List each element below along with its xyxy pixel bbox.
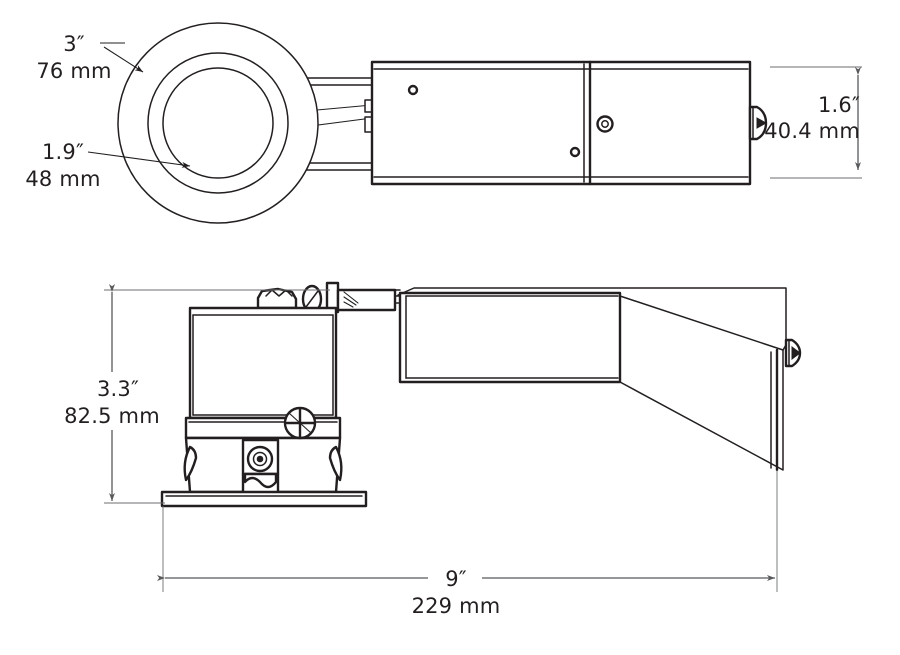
dimension-housing-height: 3.3″ 82.5 mm [64, 284, 330, 504]
end-clip-icon [748, 105, 768, 141]
torsion-spring-clips [183, 445, 343, 482]
angled-bracket-arm [397, 287, 787, 472]
junction-box-profile [387, 289, 622, 384]
top-view-group: 3″ 76 mm 1.9″ 48 mm 1.6″ 40.4 mm [25, 22, 862, 224]
housing-height-imperial: 3.3″ [97, 377, 139, 401]
side-view-group: 3.3″ 82.5 mm 9″ 229 mm [64, 281, 802, 618]
dimension-inner-diameter: 1.9″ 48 mm [25, 140, 191, 191]
overall-length-metric: 229 mm [412, 594, 501, 618]
socket-assembly [241, 438, 280, 502]
junction-box-height-metric: 40.4 mm [764, 119, 860, 143]
bracket-end-clip-icon [784, 338, 802, 368]
phillips-screw-icon [283, 406, 317, 440]
junction-box-height-imperial: 1.6″ [818, 93, 860, 117]
dimension-outer-diameter: 3″ 76 mm [36, 32, 144, 83]
top-mounting-clip [256, 281, 397, 314]
dimension-junction-box-height: 1.6″ 40.4 mm [764, 66, 862, 179]
outer-diameter-imperial: 3″ [63, 32, 85, 56]
dimension-overall-length: 9″ 229 mm [157, 470, 778, 618]
junction-box [370, 60, 752, 186]
round-trim-ring [117, 22, 319, 224]
inner-diameter-imperial: 1.9″ [42, 140, 84, 164]
inner-diameter-metric: 48 mm [25, 167, 100, 191]
overall-length-imperial: 9″ [445, 567, 467, 591]
knockout-holes [407, 84, 614, 158]
housing-height-metric: 82.5 mm [64, 404, 160, 428]
outer-diameter-metric: 76 mm [36, 59, 111, 83]
trim-flange [160, 490, 368, 508]
